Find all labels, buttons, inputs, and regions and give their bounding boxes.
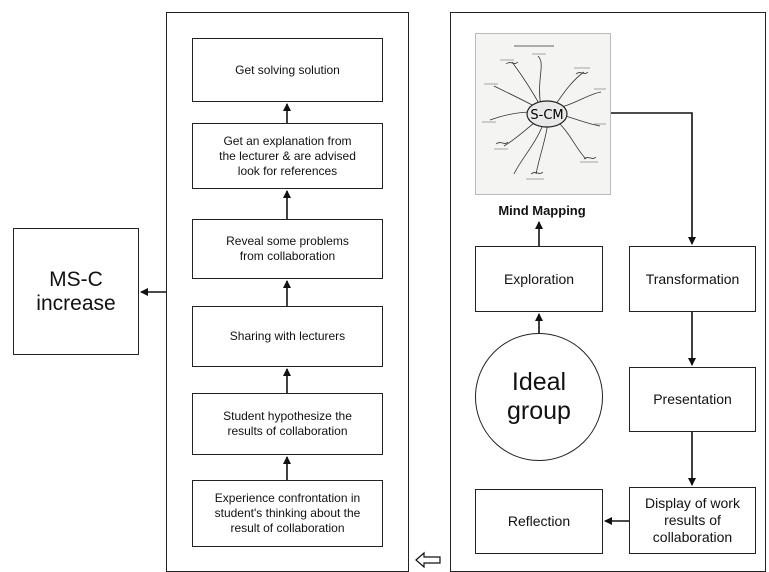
step-reveal-problems: Reveal some problems from collaboration <box>192 219 383 279</box>
step-get-explanation: Get an explanation from the lecturer & a… <box>192 123 383 189</box>
ideal-group-label: Ideal group <box>507 368 571 425</box>
reflection-label: Reflection <box>507 513 571 529</box>
hollow-left-arrow <box>415 551 441 568</box>
step-label: Student hypothesize the results of colla… <box>223 409 352 438</box>
step-label: Get an explanation from the lecturer & a… <box>219 133 356 178</box>
reflection-box: Reflection <box>475 489 603 554</box>
step-experience-confrontation: Experience confrontation in student's th… <box>192 480 383 547</box>
ms-c-increase-box: MS-C increase <box>13 228 139 355</box>
exploration-box: Exploration <box>475 246 603 312</box>
transformation-label: Transformation <box>645 270 740 287</box>
mind-map-image: S-CM <box>475 33 611 195</box>
ideal-group-circle: Ideal group <box>475 333 603 461</box>
mind-map-center-text: S-CM <box>530 108 563 123</box>
step-label: Get solving solution <box>235 62 340 77</box>
step-label: Reveal some problems from collaboration <box>226 234 349 263</box>
presentation-box: Presentation <box>629 367 756 432</box>
step-label: Experience confrontation in student's th… <box>214 491 361 535</box>
step-student-hypothesize: Student hypothesize the results of colla… <box>192 393 383 455</box>
step-label: Sharing with lecturers <box>229 329 346 343</box>
presentation-label: Presentation <box>653 391 732 407</box>
arrow-mindmap-to-transformation <box>611 112 696 245</box>
display-work-results-label: Display of work results of collaboration <box>645 495 740 545</box>
mind-map-sketch: S-CM <box>482 45 606 180</box>
display-work-results-box: Display of work results of collaboration <box>629 487 756 554</box>
ms-c-increase-label: MS-C increase <box>36 267 116 315</box>
exploration-label: Exploration <box>503 270 575 287</box>
step-sharing-with-lecturers: Sharing with lecturers <box>192 306 383 367</box>
transformation-box: Transformation <box>629 246 756 312</box>
mind-map-caption: Mind Mapping <box>498 203 586 218</box>
step-get-solving-solution: Get solving solution <box>192 38 383 102</box>
